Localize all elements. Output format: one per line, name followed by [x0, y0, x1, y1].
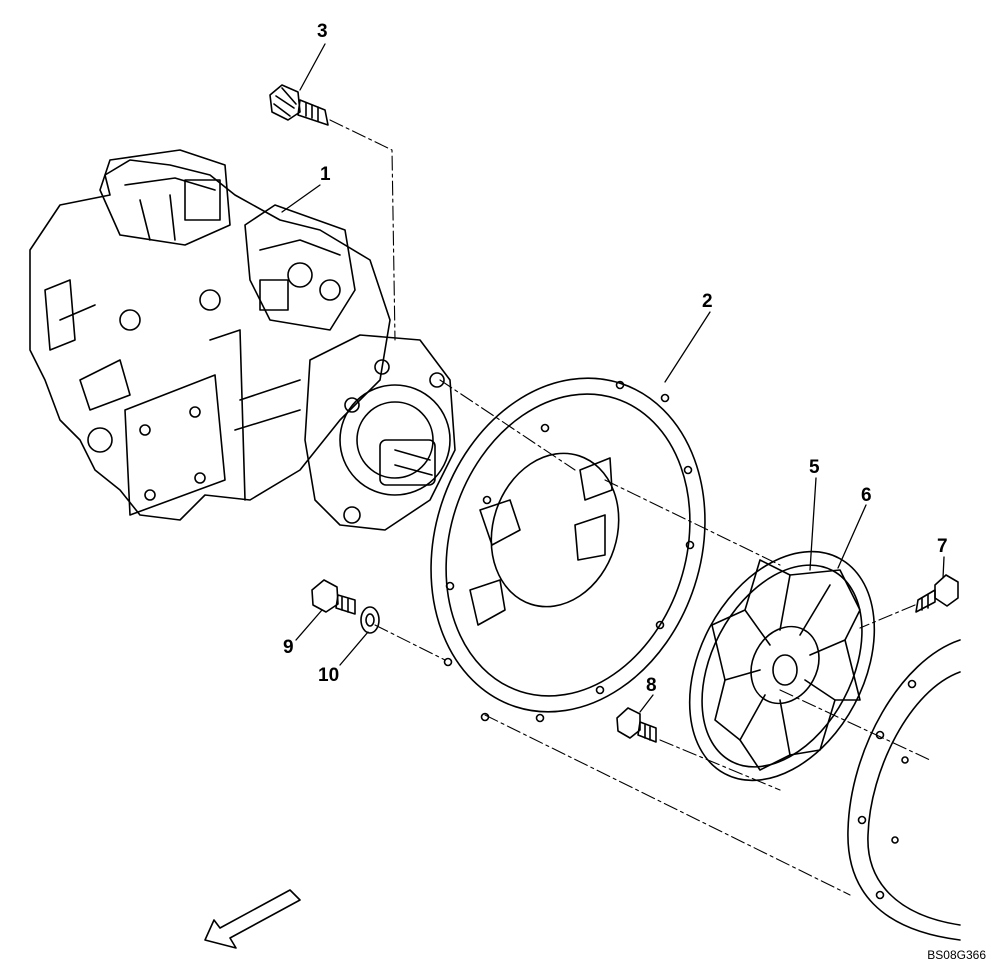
callout-2: 2: [702, 291, 713, 312]
bolt-9: [311, 579, 356, 615]
bolt-3: [269, 84, 329, 126]
hydraulic-pump: [29, 149, 456, 531]
drawing-id: BS08G366: [927, 948, 986, 962]
callout-7: 7: [937, 536, 948, 557]
bolt-8: [616, 707, 657, 743]
coupling-disc: [688, 550, 876, 782]
washer-10: [360, 606, 380, 634]
callout-10: 10: [318, 665, 340, 686]
bolt-7: [915, 574, 959, 613]
callout-5: 5: [809, 457, 820, 478]
coupling-housing: [430, 377, 706, 713]
callout-1: 1: [320, 164, 331, 185]
callout-6: 6: [861, 485, 872, 506]
housing-bolt-holes: [443, 380, 695, 723]
callout-8: 8: [646, 675, 657, 696]
assembly-center-lines: [329, 119, 931, 896]
callout-leader-lines: [281, 43, 945, 713]
callout-9: 9: [283, 637, 294, 658]
front-direction-arrow: [204, 889, 301, 949]
callout-3: 3: [317, 21, 328, 42]
engine-flywheel: [847, 639, 961, 941]
